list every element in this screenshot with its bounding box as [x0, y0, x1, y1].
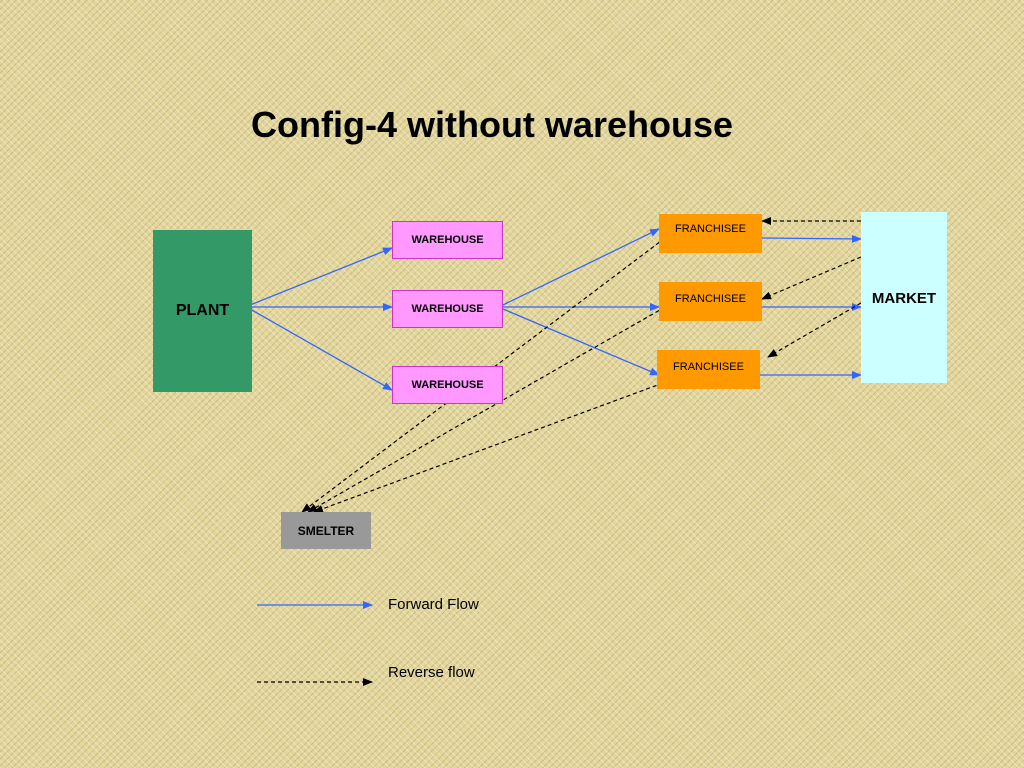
page-title: Config-4 without warehouse	[251, 104, 733, 145]
edge-warehouse-franchisee-1	[502, 228, 660, 306]
edge-market-franchisee-3	[767, 302, 862, 358]
legend-forward-label: Forward Flow	[388, 596, 479, 613]
legend-reverse-label: Reverse flow	[388, 664, 475, 681]
edge-plant-warehouse-3	[249, 308, 393, 391]
edge-franchisee-2-smelter	[307, 306, 666, 513]
edge-market-franchisee-2	[761, 256, 862, 300]
edge-plant-warehouse-1	[249, 247, 393, 306]
warehouse-node-2: WAREHOUSE	[392, 290, 503, 328]
edge-warehouse-franchisee-3	[502, 308, 660, 376]
edge-franchisee-1-market	[761, 234, 862, 243]
warehouse-node-1: WAREHOUSE	[392, 221, 503, 259]
edge-franchisee-3-smelter	[313, 382, 664, 513]
warehouse-node-3: WAREHOUSE	[392, 366, 503, 404]
franchisee-node-2: FRANCHISEE	[659, 282, 762, 321]
franchisee-node-1: FRANCHISEE	[659, 214, 762, 253]
franchisee-node-3: FRANCHISEE	[657, 350, 760, 389]
smelter-node: SMELTER	[281, 512, 371, 549]
market-node: MARKET	[861, 212, 947, 383]
plant-node: PLANT	[153, 230, 252, 392]
